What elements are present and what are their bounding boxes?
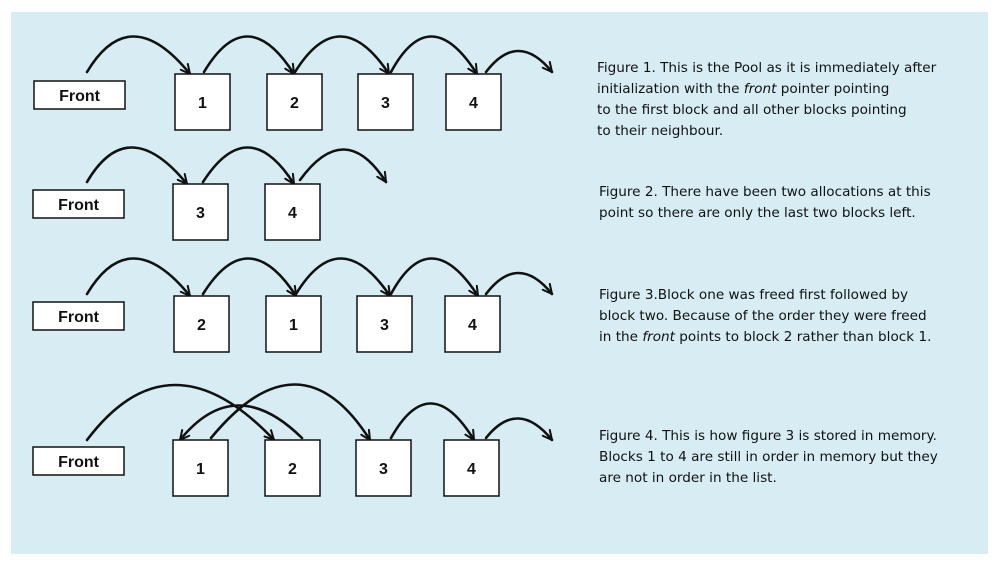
- fig3-block-link-arrow: [389, 257, 480, 298]
- figure-3-caption-text-end: points to block 2 rather than block 1.: [674, 329, 932, 345]
- fig3-front-pointer-arrow: [85, 257, 192, 298]
- fig3-block-label: 2: [197, 317, 206, 334]
- fig3-block-link-arrow: [484, 271, 554, 296]
- figure-1-caption-emphasis: front: [743, 81, 777, 97]
- fig2-front-box: [32, 189, 125, 219]
- figure-3-caption-text: Figure 3.Block one was freed first follo…: [599, 287, 927, 345]
- fig1-block-link-arrow: [202, 35, 296, 76]
- fig1-front-pointer-arrow: [85, 35, 192, 76]
- figure-4-caption: Figure 4. This is how figure 3 is stored…: [599, 426, 938, 489]
- fig4-block-link-arrow: [389, 402, 476, 442]
- fig4-block-label: 2: [288, 461, 297, 478]
- fig1-front-box: [33, 80, 126, 110]
- fig4-block-box: [443, 439, 500, 497]
- fig2-front-label: Front: [58, 197, 100, 214]
- fig3-block-link-arrow: [294, 257, 392, 298]
- fig2-front-pointer-arrow: [85, 146, 189, 186]
- fig4-block-link-arrow: [484, 417, 554, 442]
- fig1-block-label: 2: [290, 95, 299, 112]
- fig4-block-box: [172, 439, 229, 497]
- figure-3-caption-emphasis: front: [642, 329, 675, 345]
- fig1-front-label: Front: [59, 88, 101, 105]
- fig3-block-box: [173, 295, 230, 353]
- fig2-block-label: 3: [196, 205, 205, 222]
- fig4-block-label: 1: [196, 461, 205, 478]
- fig4-block-label: 4: [467, 461, 476, 478]
- fig4-block-label: 3: [379, 461, 388, 478]
- fig1-block-box: [266, 73, 323, 131]
- fig4-block-link-arrow: [209, 383, 372, 442]
- figure-2-caption: Figure 2. There have been two allocation…: [599, 182, 931, 224]
- fig2-block-box: [172, 183, 229, 241]
- fig1-block-label: 4: [469, 95, 478, 112]
- fig1-block-link-arrow: [293, 35, 391, 76]
- fig2-block-box: [264, 183, 321, 241]
- fig4-front-label: Front: [58, 454, 100, 471]
- fig1-block-box: [445, 73, 502, 131]
- fig4-block-link-arrow: [178, 404, 304, 442]
- fig3-block-link-arrow: [201, 257, 298, 298]
- fig3-block-box: [444, 295, 501, 353]
- fig3-block-label: 1: [289, 317, 298, 334]
- fig4-front-pointer-arrow: [85, 383, 276, 442]
- fig1-block-box: [174, 73, 231, 131]
- fig3-block-label: 4: [468, 317, 477, 334]
- fig3-front-box: [32, 301, 125, 331]
- fig2-block-link-arrow: [298, 148, 388, 184]
- figure-3-caption: Figure 3.Block one was freed first follo…: [599, 285, 931, 348]
- fig2-block-label: 4: [288, 205, 297, 222]
- fig4-front-box: [32, 446, 125, 476]
- figure-4-caption-text: Figure 4. This is how figure 3 is stored…: [599, 428, 938, 486]
- fig1-block-link-arrow: [389, 35, 479, 76]
- figure-1-caption: Figure 1. This is the Pool as it is imme…: [597, 58, 936, 142]
- fig3-block-box: [265, 295, 322, 353]
- fig3-block-box: [356, 295, 413, 353]
- fig1-block-label: 1: [198, 95, 207, 112]
- fig1-block-box: [357, 73, 414, 131]
- fig1-block-link-arrow: [484, 49, 554, 74]
- fig4-block-box: [355, 439, 412, 497]
- figure-2-caption-text: Figure 2. There have been two allocation…: [599, 184, 931, 221]
- fig3-block-label: 3: [380, 317, 389, 334]
- fig2-block-link-arrow: [201, 146, 296, 186]
- fig1-block-label: 3: [381, 95, 390, 112]
- fig4-block-box: [264, 439, 321, 497]
- fig3-front-label: Front: [58, 309, 100, 326]
- figure-1-caption-text: Figure 1. This is the Pool as it is imme…: [597, 60, 937, 97]
